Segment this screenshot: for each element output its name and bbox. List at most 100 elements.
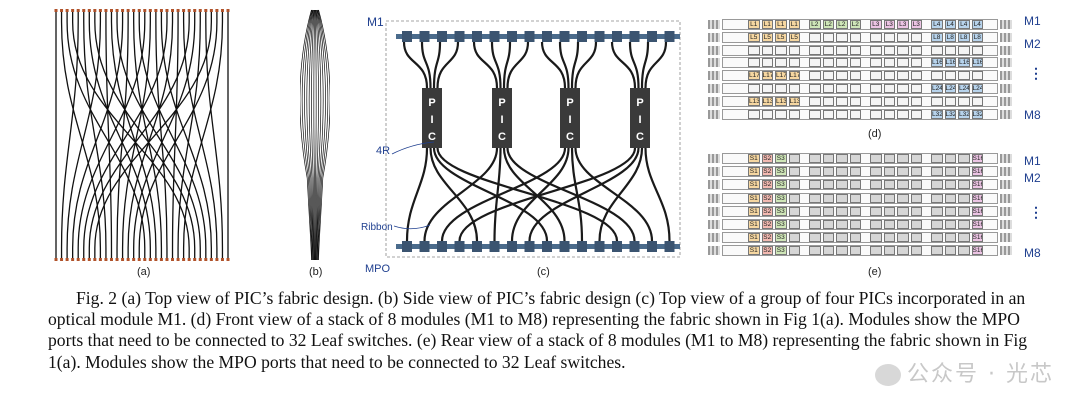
- mpo-port-cell: L32: [944, 109, 956, 119]
- fabric-fiber: [66, 12, 102, 258]
- fabric-fiber: [133, 12, 196, 258]
- mpo-port-cell: L16: [958, 58, 970, 68]
- mpo-port-cell: L16: [944, 58, 956, 68]
- mpo-port-cell: [897, 96, 909, 106]
- mpo-port-cell: [958, 193, 970, 203]
- mpo-port-cell: [883, 58, 895, 68]
- mpo-port-cell: [883, 154, 895, 163]
- mpo-port-cell: [897, 180, 909, 190]
- mpo-port-cell: [788, 246, 800, 256]
- mpo-port-cell: [931, 71, 943, 81]
- bottom-mpo-port: [577, 241, 587, 252]
- module-connector-right: [1000, 206, 1012, 216]
- d-module-label-ellipsis: ⋮: [1029, 65, 1043, 81]
- mpo-port-cell: [944, 193, 956, 203]
- mpo-port-cell: L32: [931, 109, 943, 119]
- mpo-port-cell: [809, 233, 821, 243]
- mpo-port-cell: L2: [836, 20, 848, 29]
- fabric-fiber: [121, 12, 151, 258]
- top-mpo-port: [577, 31, 587, 42]
- mpo-port-cell: [775, 45, 787, 55]
- mpo-port-cell: [897, 220, 909, 229]
- mpo-port-cell: [822, 71, 834, 81]
- mpo-port-cell: [849, 84, 861, 93]
- mpo-port-cell: [748, 84, 760, 93]
- mpo-port-cell: [836, 180, 848, 190]
- top-fiber: [402, 41, 429, 89]
- figure-caption: Fig. 2 (a) Top view of PIC’s fabric desi…: [48, 288, 1038, 373]
- panel-e-label: (e): [868, 266, 882, 278]
- module-connector-left: [708, 193, 720, 203]
- fiber-end-top: [204, 9, 208, 12]
- mpo-port-cell: L8: [971, 32, 983, 42]
- bottom-mpo-bar: [396, 244, 680, 249]
- mpo-port-cell: [788, 193, 800, 203]
- mpo-port-cell: S2: [761, 167, 773, 177]
- mpo-port-cell: [761, 58, 773, 68]
- mpo-port-cell: [958, 180, 970, 190]
- mpo-port-cell: [809, 71, 821, 81]
- mpo-port-cell: [849, 71, 861, 81]
- mpo-port-cell: S2: [761, 154, 773, 163]
- mpo-port-cell: [897, 45, 909, 55]
- fiber-end-bottom: [65, 258, 69, 261]
- mpo-port-cell: [788, 45, 800, 55]
- top-fiber: [502, 41, 512, 89]
- mpo-port-cell: L13: [775, 96, 787, 106]
- side-fiber: [308, 9, 314, 261]
- wechat-icon: [875, 364, 902, 386]
- mpo-port-cell: [958, 96, 970, 106]
- fabric-fiber: [105, 12, 113, 258]
- mpo-port-cell: L13: [761, 96, 773, 106]
- fiber-end-top: [76, 9, 80, 12]
- mpo-port-cell: [836, 167, 848, 177]
- fiber-end-top: [87, 9, 91, 12]
- mpo-port-cell: [836, 220, 848, 229]
- mpo-port-cell: [910, 109, 922, 119]
- top-fiber: [490, 41, 502, 89]
- module-connector-left: [708, 71, 720, 81]
- side-fiber: [300, 9, 312, 261]
- pic-letter: C: [428, 131, 436, 143]
- mpo-port-cell: S1: [748, 246, 760, 256]
- fiber-end-bottom: [132, 258, 136, 261]
- mpo-port-cell: [836, 32, 848, 42]
- top-mpo-port: [664, 31, 675, 42]
- fiber-end-top: [220, 9, 224, 12]
- mpo-port-cell: S16: [971, 180, 983, 190]
- mpo-port-cell: [775, 58, 787, 68]
- mpo-port-cell: [883, 193, 895, 203]
- mpo-port-cell: L2: [822, 20, 834, 29]
- mpo-port-cell: [849, 32, 861, 42]
- mpo-port-cell: [931, 193, 943, 203]
- mpo-port-cell: [897, 84, 909, 93]
- mpo-port-cell: [775, 109, 787, 119]
- mpo-port-cell: [836, 206, 848, 216]
- fiber-end-top: [121, 9, 125, 12]
- mpo-port-cell: [849, 167, 861, 177]
- mpo-port-cell: L13: [748, 96, 760, 106]
- fiber-end-bottom: [115, 258, 119, 261]
- top-fiber: [644, 41, 668, 89]
- bottom-mpo-port: [524, 241, 535, 252]
- pic-letter: C: [498, 131, 506, 143]
- fabric-fiber: [60, 12, 102, 258]
- side-fiber: [318, 9, 330, 261]
- mpo-port-cell: [897, 167, 909, 177]
- pic-chip: [422, 88, 442, 148]
- fiber-end-top: [98, 9, 102, 12]
- fiber-end-top: [148, 9, 152, 12]
- fiber-end-top: [226, 9, 230, 12]
- mpo-port-cell: L4: [971, 20, 983, 29]
- bottom-mpo-port: [472, 241, 482, 252]
- mpo-port-cell: [944, 220, 956, 229]
- mpo-port-cell: [809, 58, 821, 68]
- fiber-end-top: [171, 9, 175, 12]
- mpo-port-cell: L5: [761, 32, 773, 42]
- mpo-port-cell: [971, 96, 983, 106]
- bottom-mpo-port: [664, 241, 675, 252]
- mpo-port-cell: [836, 154, 848, 163]
- fabric-fiber: [177, 12, 201, 258]
- fiber-end-top: [198, 9, 202, 12]
- module-connector-right: [1000, 193, 1012, 203]
